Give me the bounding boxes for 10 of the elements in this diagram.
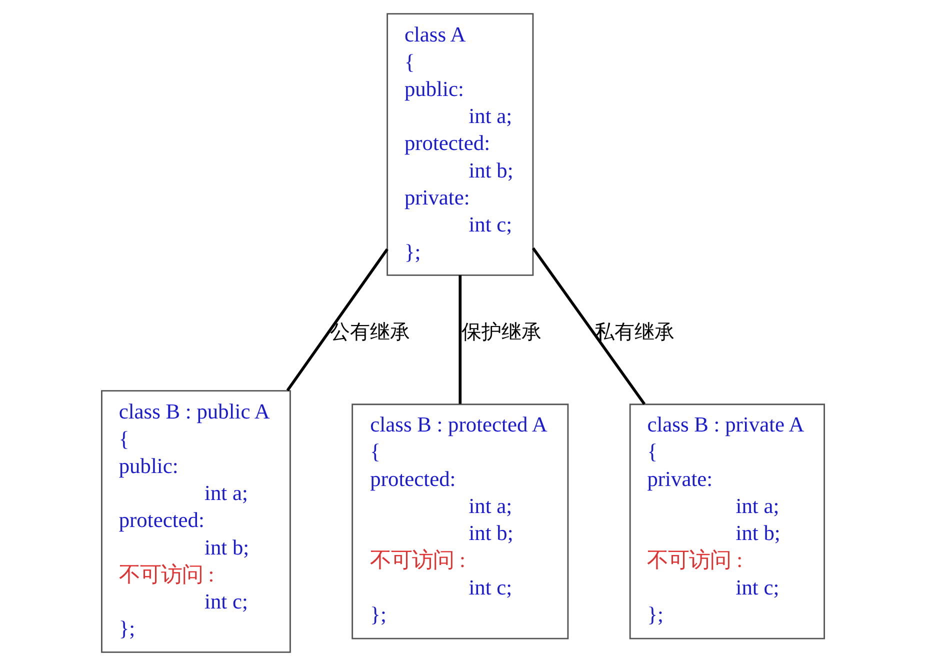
node-box: class A { public: int a; protected: int b; private: int c; }; <box>386 13 534 276</box>
node-box: class B : protected A { protected: int a; int b; 不可访问 : int c; }; <box>352 404 569 640</box>
edge-label: 私有继承 <box>594 319 674 344</box>
edge-label: 保护继承 <box>462 319 542 344</box>
edge-label: 公有继承 <box>330 319 410 344</box>
connector <box>532 247 646 405</box>
node-box: class B : public A { public: int a; protected: int b; 不可访问 : int c; }; <box>101 390 291 653</box>
connector <box>286 248 388 392</box>
connector <box>458 275 462 404</box>
node-box: class B : private A { private: int a; int b; 不可访问 : int c; }; <box>629 404 825 640</box>
